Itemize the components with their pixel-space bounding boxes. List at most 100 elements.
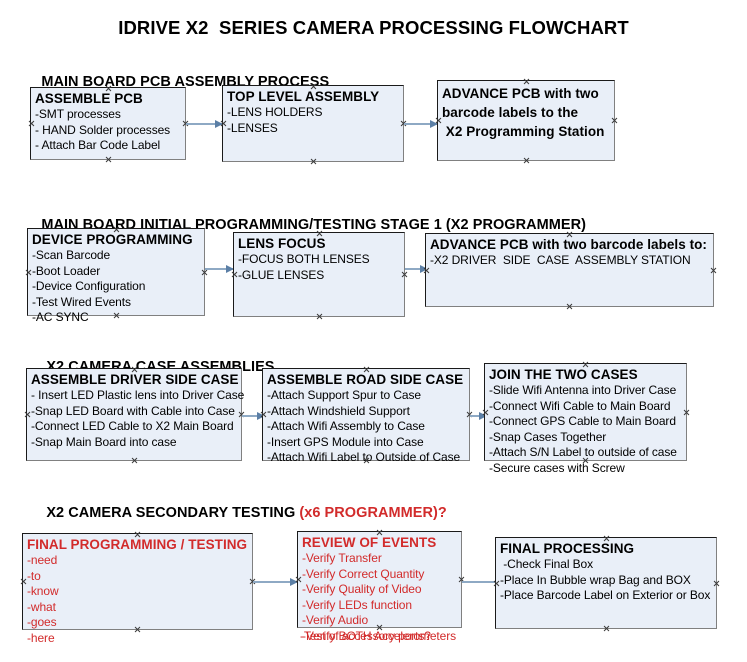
flow-box-content: TOP LEVEL ASSEMBLY -LENS HOLDERS -LENSES	[223, 86, 403, 136]
flow-box-line: -LENS HOLDERS	[227, 105, 323, 119]
flow-box-content: FINAL PROGRAMMING / TESTING -need -to -k…	[23, 534, 252, 646]
connection-handle-bottom[interactable]	[105, 156, 112, 163]
flow-box-final-programming-testing[interactable]: FINAL PROGRAMMING / TESTING -need -to -k…	[20, 531, 253, 645]
flow-box-line: -Connect GPS Cable to Main Board	[489, 414, 676, 428]
connection-handle-top[interactable]	[131, 366, 138, 373]
flow-box-line: -LENSES	[227, 120, 278, 135]
flow-box-line: -GLUE LENSES	[238, 267, 325, 282]
connection-handle-bottom[interactable]	[566, 303, 573, 310]
flow-box-line: -Snap LED Board with Cable into Case	[31, 403, 235, 418]
connection-handle-right[interactable]	[401, 271, 408, 278]
flow-box-content: ASSEMBLE PCB -SMT processes - HAND Solde…	[31, 88, 185, 154]
connection-handle-left[interactable]	[220, 120, 227, 127]
flow-box-title: ASSEMBLE PCB	[35, 91, 143, 106]
flow-box-content: ASSEMBLE ROAD SIDE CASE -Attach Support …	[263, 369, 469, 466]
connection-handle-top[interactable]	[603, 535, 610, 542]
connection-handle-top[interactable]	[113, 226, 120, 233]
connection-handle-left[interactable]	[24, 411, 31, 418]
flow-box-line: -FOCUS BOTH LENSES	[238, 252, 370, 266]
connection-handle-right[interactable]	[611, 117, 618, 124]
connection-handle-left[interactable]	[231, 271, 238, 278]
flow-box-line: - Attach Bar Code Label	[35, 138, 161, 152]
connection-handle-top[interactable]	[376, 529, 383, 536]
flow-box-line: -Attach S/N Label to outside of case	[489, 445, 677, 459]
connection-handle-top[interactable]	[566, 231, 573, 238]
flow-box-title: TOP LEVEL ASSEMBLY	[227, 89, 380, 104]
flow-box-title: ADVANCE PCB with two barcode labels to:	[430, 237, 707, 252]
connection-handle-top[interactable]	[316, 230, 323, 237]
flow-box-title: FINAL PROGRAMMING / TESTING	[27, 537, 248, 552]
flow-box-line: -Verify Transfer	[302, 551, 382, 565]
connection-handle-left[interactable]	[435, 117, 442, 124]
flow-box-line: -Connect LED Cable to X2 Main Board	[31, 419, 234, 433]
flow-box-assemble-road-side-case[interactable]: ASSEMBLE ROAD SIDE CASE -Attach Support …	[260, 366, 470, 464]
flow-box-line: -here	[27, 630, 55, 645]
flow-box-title: ASSEMBLE DRIVER SIDE CASE	[31, 372, 239, 387]
connection-handle-bottom[interactable]	[316, 313, 323, 320]
connection-handle-bottom[interactable]	[310, 158, 317, 165]
flow-box-assemble-driver-side-case[interactable]: ASSEMBLE DRIVER SIDE CASE - Insert LED P…	[24, 366, 244, 464]
flow-box-content: ADVANCE PCB with two barcode labels to: …	[426, 234, 713, 269]
connection-handle-right[interactable]	[710, 267, 717, 274]
connection-handle-left[interactable]	[423, 267, 430, 274]
flow-box-line: -Attach Support Spur to Case	[267, 388, 421, 402]
flow-box-line: -Insert GPS Module into Case	[267, 434, 424, 449]
connection-handle-right[interactable]	[683, 409, 690, 416]
connection-handle-top[interactable]	[134, 531, 141, 538]
flow-box-line: -AC SYNC	[32, 310, 89, 324]
flow-box-review-of-events[interactable]: REVIEW OF EVENTS -Verify Transfer -Verif…	[295, 529, 462, 643]
connection-handle-left[interactable]	[493, 580, 500, 587]
flow-box-advance-pcb-to-x2-programming-station[interactable]: ADVANCE PCB with two barcode labels to t…	[437, 80, 615, 161]
flow-box-lens-focus[interactable]: LENS FOCUS -FOCUS BOTH LENSES -GLUE LENS…	[233, 232, 405, 317]
flow-box-line: -Verify BOTH Accelerometers	[302, 628, 457, 643]
connection-handle-left[interactable]	[482, 409, 489, 416]
flow-box-line: -Secure cases with Screw	[489, 460, 625, 475]
connection-handle-left[interactable]	[25, 269, 32, 276]
connection-handle-top[interactable]	[523, 78, 530, 85]
connection-handle-left[interactable]	[28, 120, 35, 127]
connection-handle-bottom[interactable]	[113, 312, 120, 319]
flow-box-title: ASSEMBLE ROAD SIDE CASE	[267, 372, 464, 387]
flow-box-line: -what	[27, 599, 56, 614]
connection-handle-bottom[interactable]	[131, 457, 138, 464]
flow-box-advance-pcb-to-driver-side-case-assembly[interactable]: ADVANCE PCB with two barcode labels to: …	[425, 233, 714, 307]
connection-handle-top[interactable]	[105, 85, 112, 92]
flow-box-line: -to	[27, 568, 41, 583]
flow-box-line: -Scan Barcode	[32, 248, 111, 262]
flow-box-final-processing[interactable]: FINAL PROCESSING -Check Final Box -Place…	[495, 537, 717, 629]
flow-box-line: -Check Final Box	[500, 557, 593, 571]
connection-handle-bottom[interactable]	[603, 625, 610, 632]
flow-box-title: ADVANCE PCB with two barcode labels to t…	[442, 86, 605, 139]
flow-box-title: JOIN THE TWO CASES	[489, 367, 638, 382]
connection-handle-bottom[interactable]	[363, 457, 370, 464]
section-heading-text: X2 CAMERA SECONDARY TESTING	[46, 505, 300, 521]
flow-box-overflow-line-review-of-events: -Test of accessory ports?	[300, 629, 431, 643]
arrowhead-icon	[430, 120, 438, 128]
flow-box-join-the-two-cases[interactable]: JOIN THE TWO CASES -Slide Wifi Antenna i…	[482, 361, 690, 475]
connector-device-programming-to-lens-focus	[205, 265, 234, 273]
connection-handle-left[interactable]	[20, 578, 27, 585]
flow-box-title: DEVICE PROGRAMMING	[32, 232, 193, 247]
connection-handle-top[interactable]	[310, 83, 317, 90]
connection-handle-bottom[interactable]	[523, 157, 530, 164]
flow-box-line: -Place Barcode Label on Exterior or Box	[500, 588, 711, 602]
connection-handle-left[interactable]	[295, 576, 302, 583]
flow-box-assemble-pcb[interactable]: ASSEMBLE PCB -SMT processes - HAND Solde…	[30, 87, 186, 160]
flow-box-line: -Place In Bubble wrap Bag and BOX	[500, 572, 691, 587]
flow-box-content: REVIEW OF EVENTS -Verify Transfer -Verif…	[298, 532, 461, 644]
flow-box-line: -Attach Wifi Assembly to Case	[267, 419, 425, 433]
connection-handle-top[interactable]	[582, 361, 589, 368]
connection-handle-bottom[interactable]	[582, 457, 589, 464]
flow-box-top-level-assembly[interactable]: TOP LEVEL ASSEMBLY -LENS HOLDERS -LENSES	[222, 85, 404, 162]
arrowhead-icon	[226, 265, 234, 273]
flow-box-content: JOIN THE TWO CASES -Slide Wifi Antenna i…	[485, 364, 686, 476]
connection-handle-left[interactable]	[260, 411, 267, 418]
connection-handle-right[interactable]	[713, 580, 720, 587]
flow-box-title: FINAL PROCESSING	[500, 541, 635, 556]
flow-box-device-programming[interactable]: DEVICE PROGRAMMING -Scan Barcode -Boot L…	[25, 226, 205, 324]
flow-box-line: -SMT processes	[35, 107, 121, 121]
connector-review-of-events-to-final-processing	[462, 581, 495, 583]
connection-handle-top[interactable]	[363, 366, 370, 373]
flow-box-line: -Device Configuration	[32, 279, 146, 293]
connection-handle-bottom[interactable]	[134, 626, 141, 633]
